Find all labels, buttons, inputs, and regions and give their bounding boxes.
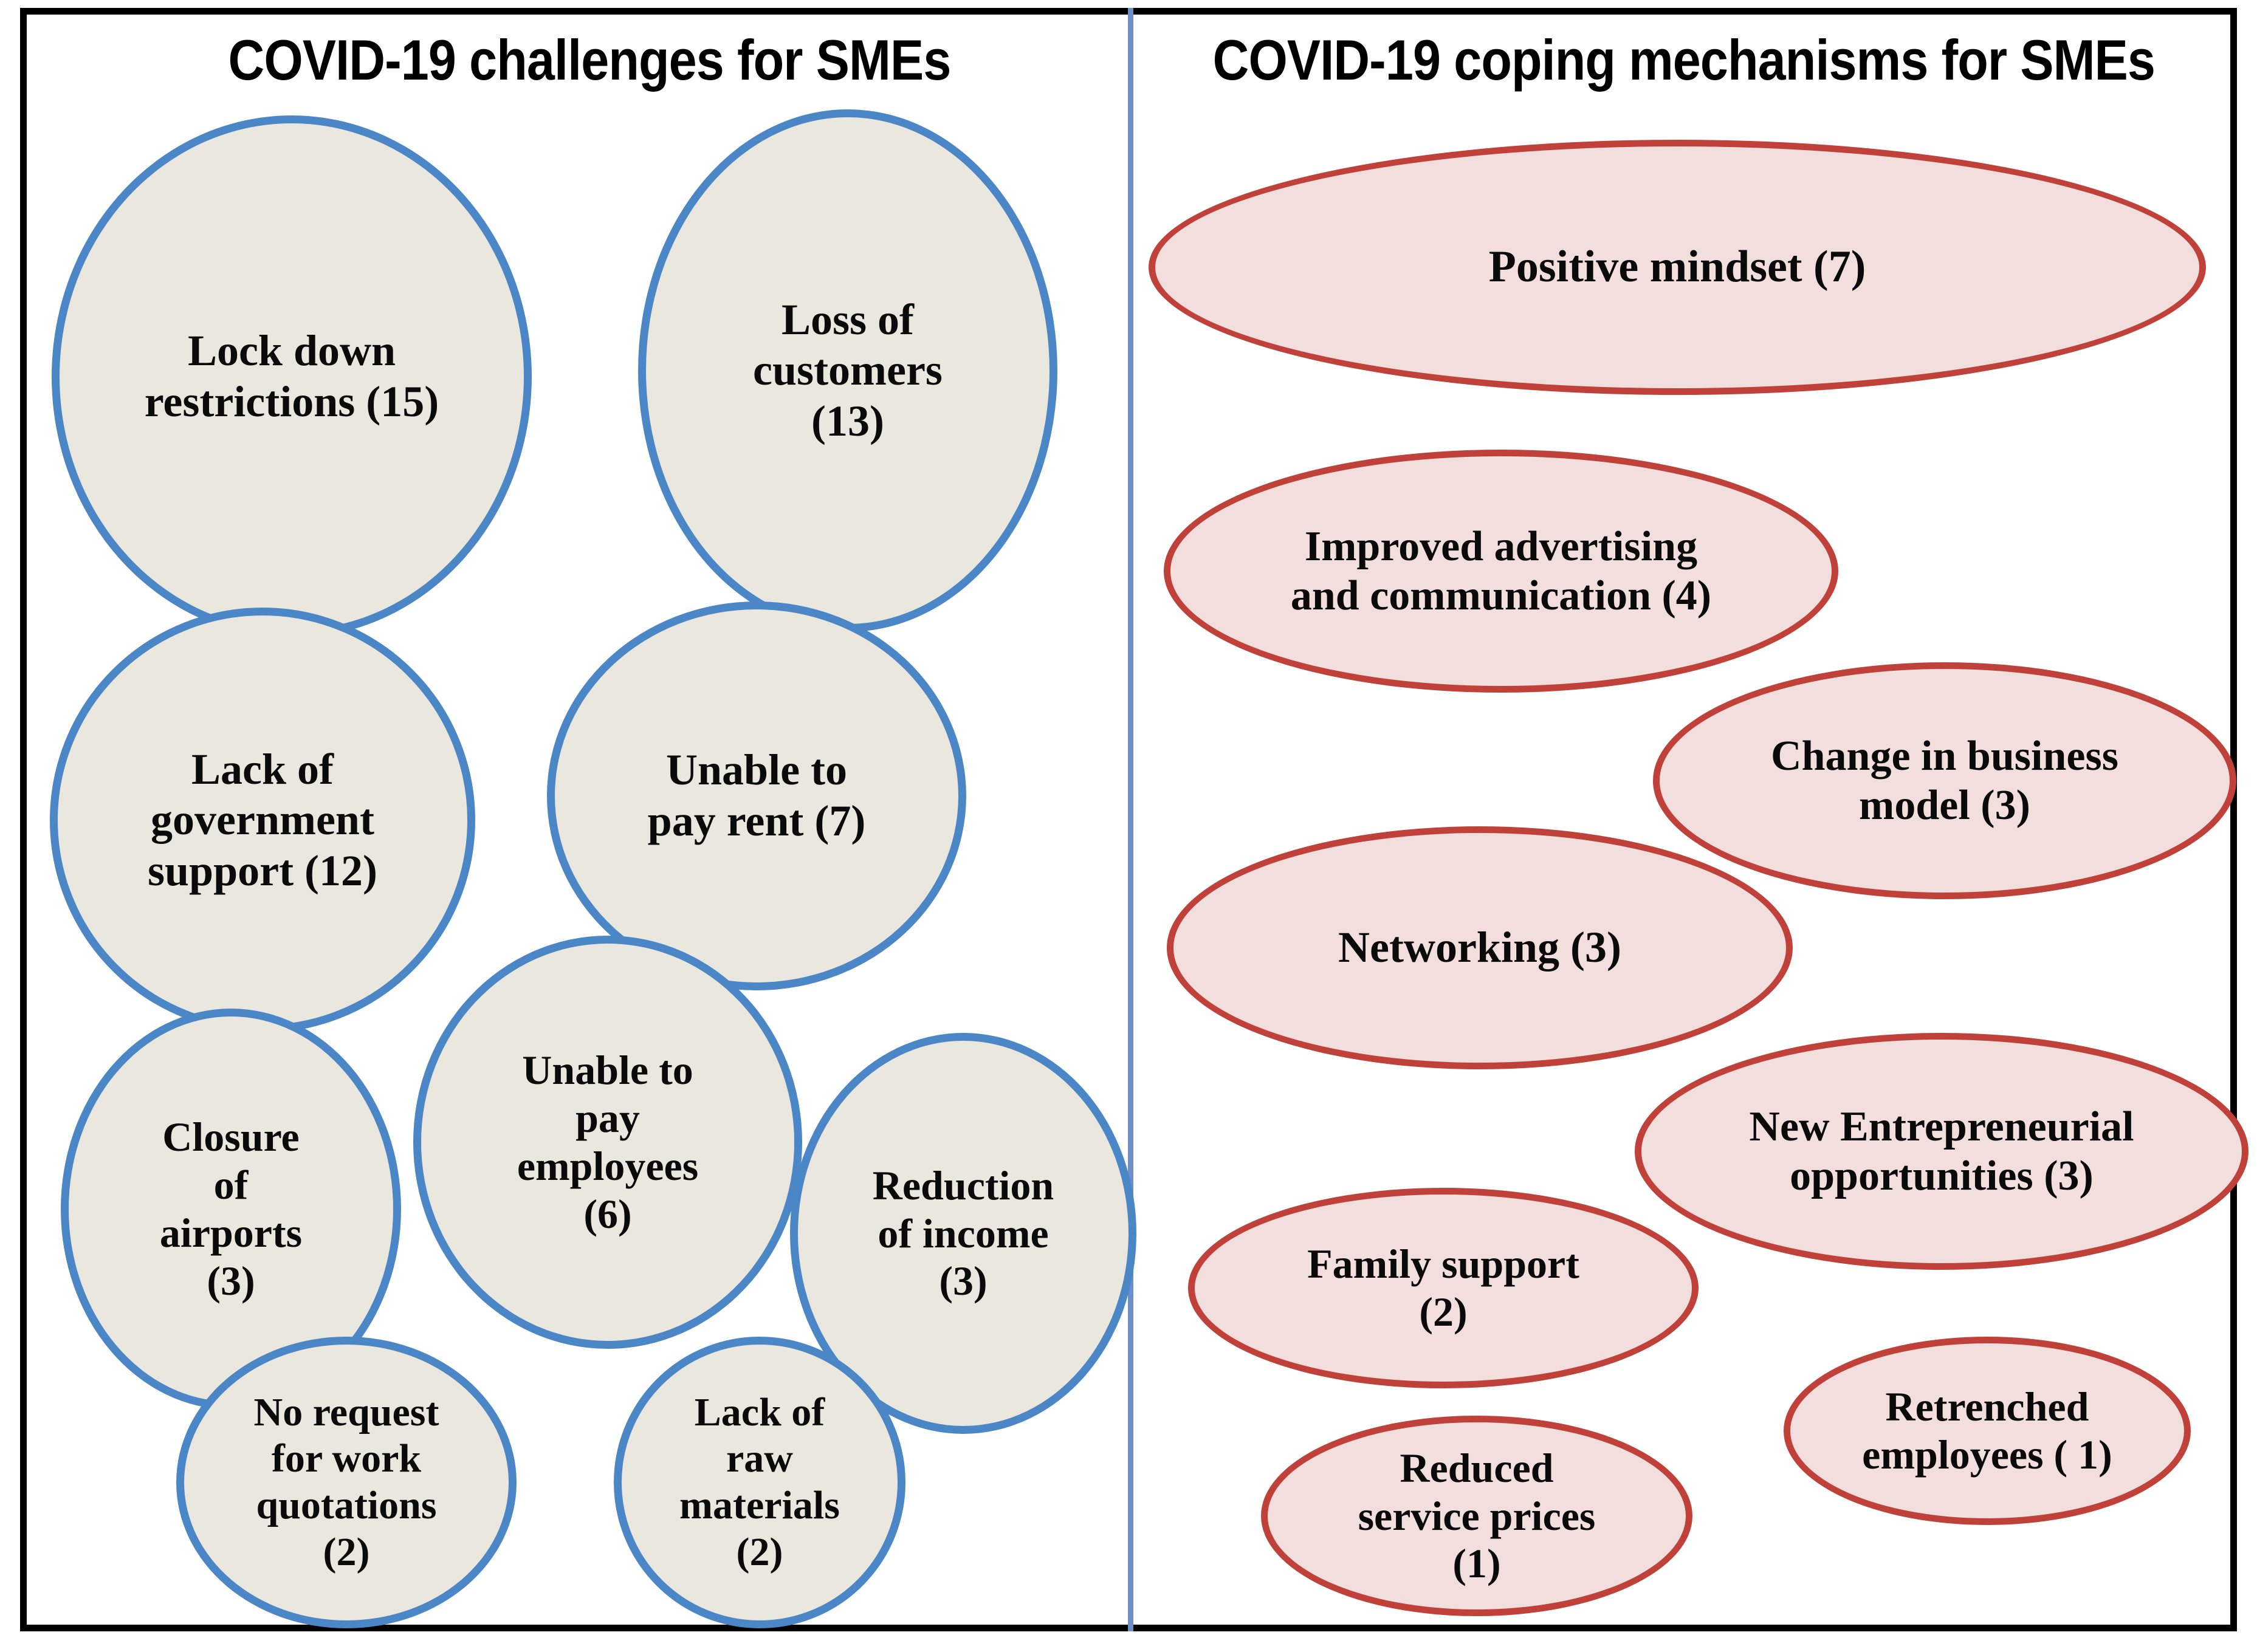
bubble-coping: Family support (2)	[1188, 1188, 1699, 1388]
bubble-coping: Improved advertising and communication (…	[1164, 450, 1838, 693]
bubble-challenges: Unable to pay employees (6)	[413, 936, 802, 1349]
bubble-label: Unable to pay rent (7)	[647, 745, 866, 845]
bubble-label: Lack of raw materials (2)	[679, 1390, 840, 1574]
bubble-label: Unable to pay employees (6)	[517, 1047, 699, 1237]
bubble-label: Closure of airports (3)	[159, 1114, 303, 1304]
bubble-coping: Positive mindset (7)	[1149, 140, 2206, 395]
bubble-challenges: Closure of airports (3)	[61, 1009, 401, 1410]
bubble-challenges: Loss of customers (13)	[638, 109, 1057, 632]
bubble-label: Loss of customers (13)	[753, 295, 943, 445]
bubble-label: Reduced service prices (1)	[1358, 1444, 1596, 1587]
bubble-challenges: Lack of government support (12)	[50, 608, 475, 1033]
bubble-label: Lack of government support (12)	[147, 744, 378, 895]
bubble-coping: New Entrepreneurial opportunities (3)	[1635, 1033, 2248, 1270]
bubble-challenges: Lack of raw materials (2)	[614, 1337, 905, 1628]
bubble-label: Positive mindset (7)	[1488, 242, 1866, 292]
bubble-coping: Networking (3)	[1167, 826, 1793, 1069]
panel-title-challenges: COVID-19 challenges for SMEs	[228, 28, 952, 92]
bubble-label: Change in business model (3)	[1771, 732, 2118, 829]
bubble-coping: Reduced service prices (1)	[1261, 1416, 1692, 1616]
bubble-challenges: Unable to pay rent (7)	[547, 602, 966, 990]
bubble-label: No request for work quotations (2)	[253, 1390, 439, 1574]
bubble-label: Retrenched employees ( 1)	[1862, 1383, 2112, 1478]
bubble-label: Reduction of income (3)	[872, 1162, 1054, 1304]
bubble-challenges: Lock down restrictions (15)	[52, 115, 532, 638]
panel-divider	[1128, 8, 1133, 1631]
bubble-coping: Retrenched employees ( 1)	[1784, 1337, 2191, 1525]
panel-title-coping: COVID-19 coping mechanisms for SMEs	[1212, 28, 2156, 92]
bubble-label: Family support (2)	[1307, 1241, 1579, 1335]
bubble-label: Improved advertising and communication (…	[1290, 523, 1712, 619]
bubble-coping: Change in business model (3)	[1653, 662, 2236, 899]
bubble-label: New Entrepreneurial opportunities (3)	[1749, 1103, 2134, 1199]
bubble-label: Lock down restrictions (15)	[144, 326, 439, 426]
bubble-challenges: No request for work quotations (2)	[176, 1337, 517, 1628]
bubble-label: Networking (3)	[1338, 923, 1621, 972]
